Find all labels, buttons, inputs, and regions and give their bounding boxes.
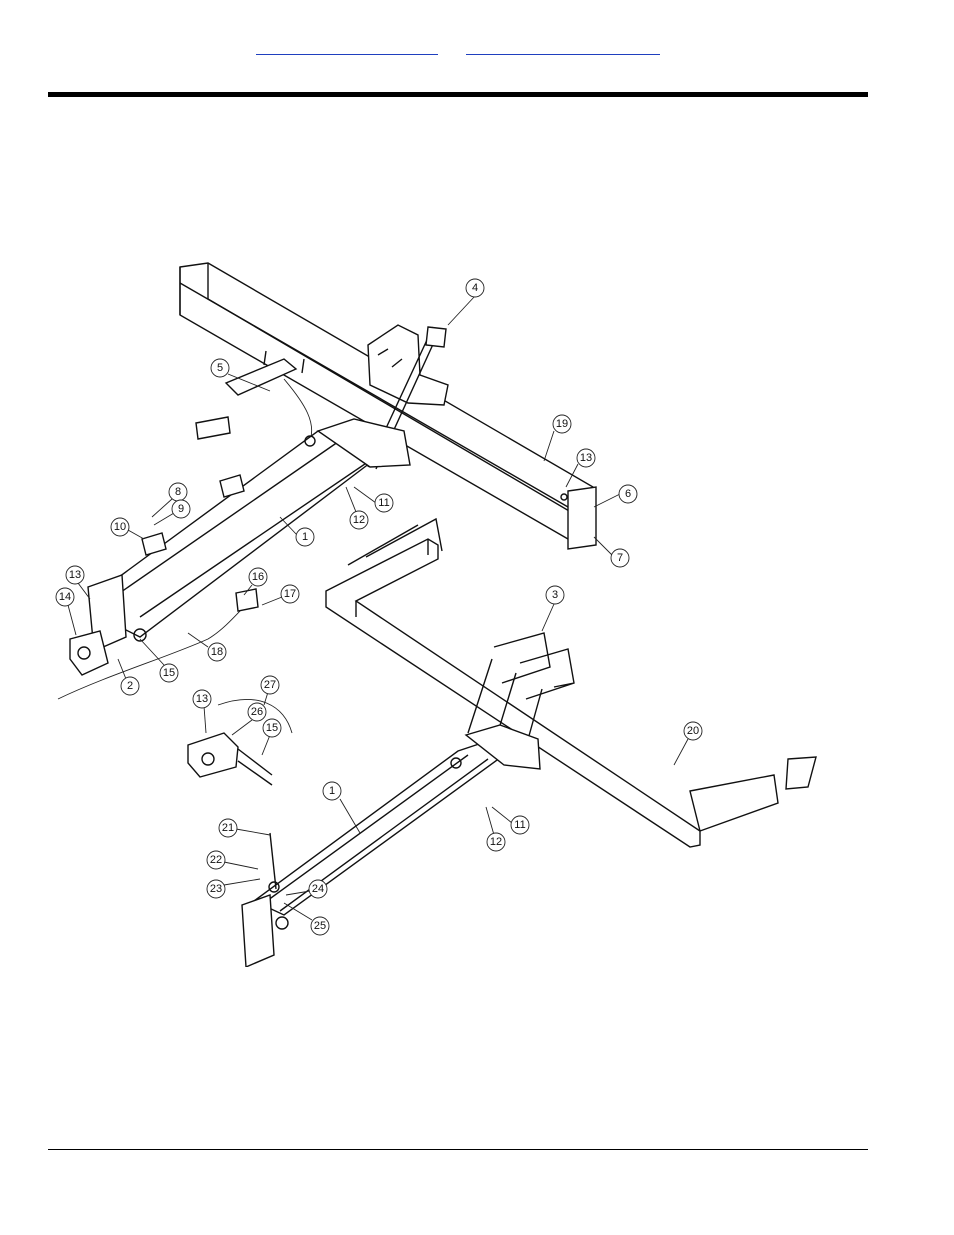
callout-15-mid: 15 [261, 718, 282, 756]
tongue-1-lower [241, 724, 541, 967]
svg-text:15: 15 [163, 667, 175, 679]
callout-21: 21 [218, 818, 271, 838]
callout-18: 18 [187, 632, 227, 662]
svg-text:27: 27 [264, 679, 276, 691]
svg-text:1: 1 [329, 785, 335, 797]
svg-text:10: 10 [114, 521, 126, 533]
svg-text:1: 1 [302, 531, 308, 543]
callout-25: 25 [283, 902, 330, 936]
callout-11-lower: 11 [491, 806, 530, 835]
rod-4 [367, 326, 447, 470]
frame-20 [325, 517, 817, 848]
svg-text:23: 23 [210, 883, 222, 895]
header-link-1[interactable] [256, 36, 438, 55]
top-rule [48, 92, 868, 97]
cross-beam-19 [179, 262, 597, 550]
callout-26: 26 [231, 702, 267, 736]
svg-text:8: 8 [175, 486, 181, 498]
svg-text:26: 26 [251, 706, 263, 718]
svg-text:12: 12 [490, 836, 502, 848]
callout-12-upper: 12 [345, 486, 369, 530]
svg-text:19: 19 [556, 418, 568, 430]
svg-text:9: 9 [178, 503, 184, 515]
jack-5 [195, 350, 313, 442]
svg-text:18: 18 [211, 646, 223, 658]
callout-13-mid: 13 [192, 689, 212, 734]
clevis-26 [187, 699, 293, 786]
hitch-assembly-drawing: 4 5 19 13 6 7 8 9 10 1 11 12 13 14 16 17… [55, 262, 817, 967]
svg-text:15: 15 [266, 722, 278, 734]
tongue-1-upper [87, 418, 411, 653]
svg-text:25: 25 [314, 920, 326, 932]
callout-17: 17 [261, 584, 300, 606]
callout-9: 9 [153, 499, 191, 526]
callout-13-left: 13 [65, 565, 91, 600]
callout-4: 4 [447, 278, 485, 326]
callout-8: 8 [151, 482, 188, 518]
callout-19: 19 [543, 414, 572, 462]
svg-text:17: 17 [284, 588, 296, 600]
callout-10: 10 [110, 517, 145, 540]
svg-text:2: 2 [127, 680, 133, 692]
svg-text:14: 14 [59, 591, 71, 603]
callout-3: 3 [541, 585, 565, 632]
svg-text:12: 12 [353, 514, 365, 526]
svg-text:5: 5 [217, 362, 223, 374]
svg-text:11: 11 [378, 497, 389, 509]
callout-7: 7 [593, 536, 630, 568]
svg-text:21: 21 [222, 822, 234, 834]
svg-text:16: 16 [252, 571, 264, 583]
callout-11-upper: 11 [353, 486, 394, 513]
svg-text:3: 3 [552, 589, 558, 601]
center-mount-bracket [367, 324, 449, 406]
header-link-2[interactable] [466, 36, 660, 55]
svg-text:13: 13 [196, 693, 208, 705]
callout-20: 20 [673, 721, 703, 766]
callout-14: 14 [55, 587, 77, 636]
callout-5: 5 [210, 358, 271, 392]
callout-22: 22 [206, 850, 259, 870]
bottom-rule [48, 1149, 868, 1150]
callout-1-lower: 1 [322, 781, 361, 834]
svg-text:13: 13 [580, 452, 592, 464]
callout-23: 23 [206, 878, 261, 899]
svg-text:7: 7 [617, 552, 623, 564]
svg-text:24: 24 [312, 883, 324, 895]
parts-drawing: 4 5 19 13 6 7 8 9 10 1 11 12 13 14 16 17… [48, 255, 828, 967]
svg-text:22: 22 [210, 854, 222, 866]
svg-text:6: 6 [625, 488, 631, 500]
callout-27: 27 [260, 675, 280, 706]
callout-15-upper: 15 [139, 638, 179, 683]
callout-1-upper: 1 [279, 516, 315, 547]
safety-pin-21 [268, 832, 280, 893]
svg-text:4: 4 [472, 282, 478, 294]
clamp-plates [141, 474, 245, 556]
callout-13: 13 [565, 448, 596, 488]
callout-12-lower: 12 [485, 806, 506, 852]
callout-16: 16 [243, 567, 268, 596]
callout-24: 24 [285, 879, 328, 899]
svg-text:11: 11 [514, 819, 525, 831]
callout-2: 2 [117, 658, 140, 696]
svg-text:20: 20 [687, 725, 699, 737]
svg-text:13: 13 [69, 569, 81, 581]
callout-6: 6 [593, 484, 638, 508]
hitch-clevis-14 [57, 588, 259, 700]
